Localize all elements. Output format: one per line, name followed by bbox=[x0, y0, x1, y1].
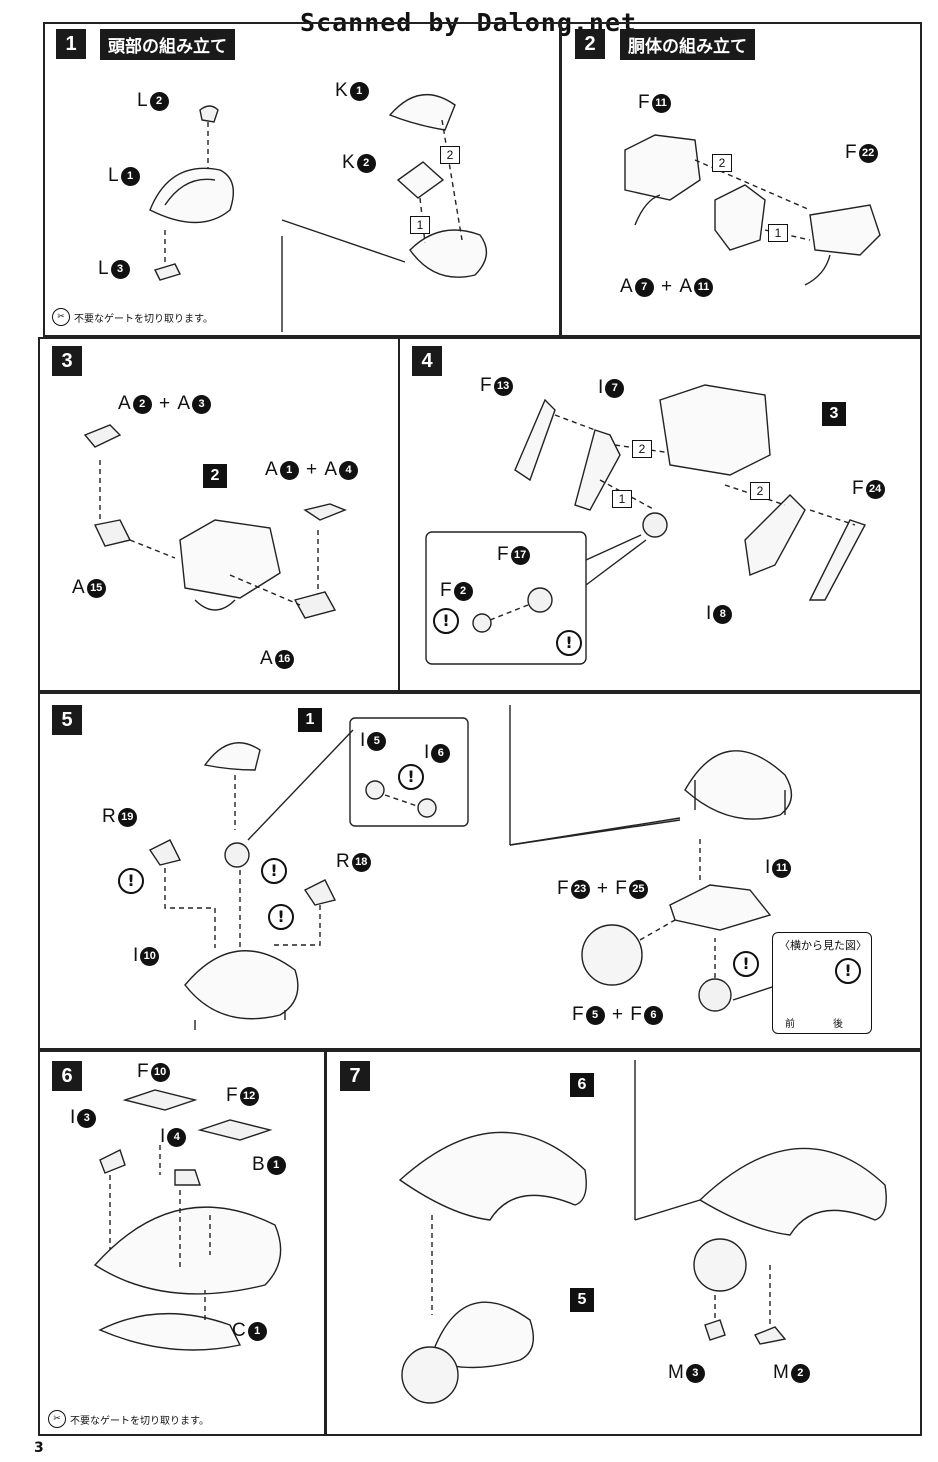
step-7-number: 7 bbox=[340, 1061, 370, 1091]
step-7-panel bbox=[325, 1050, 922, 1436]
order-mark-2: 2 bbox=[440, 146, 460, 164]
caution-icon: ! bbox=[733, 951, 759, 977]
caution-icon: ! bbox=[433, 608, 459, 634]
side-view-front: 前 bbox=[785, 1019, 795, 1030]
step-3-panel bbox=[38, 337, 400, 692]
step-3-number: 3 bbox=[52, 346, 82, 376]
order-mark-1: 1 bbox=[410, 216, 430, 234]
side-view-inset: 〈横から見た図〉 前 後 bbox=[772, 932, 872, 1034]
step-1-number: 1 bbox=[56, 29, 86, 59]
step-2-title: 胴体の組み立て bbox=[620, 29, 755, 60]
subassembly-ref-6: 6 bbox=[570, 1073, 594, 1097]
step-5-panel bbox=[38, 692, 922, 1050]
page-number: 3 bbox=[34, 1440, 44, 1456]
side-view-back: 後 bbox=[833, 1019, 843, 1030]
order-mark-1: 1 bbox=[612, 490, 632, 508]
step-2-panel bbox=[560, 22, 922, 337]
step-5-number: 5 bbox=[52, 705, 82, 735]
step-4-number: 4 bbox=[412, 346, 442, 376]
side-view-title: 〈横から見た図〉 bbox=[779, 939, 867, 952]
gate-note: ✂不要なゲートを切り取ります。 bbox=[52, 308, 213, 326]
step-2-number: 2 bbox=[575, 29, 605, 59]
subassembly-ref-2: 2 bbox=[203, 464, 227, 488]
caution-icon: ! bbox=[268, 904, 294, 930]
caution-icon: ! bbox=[118, 868, 144, 894]
order-mark-1: 1 bbox=[768, 224, 788, 242]
step-6-number: 6 bbox=[52, 1061, 82, 1091]
caution-icon: ! bbox=[261, 858, 287, 884]
caution-icon: ! bbox=[398, 764, 424, 790]
subassembly-ref-1: 1 bbox=[298, 708, 322, 732]
order-mark-2: 2 bbox=[750, 482, 770, 500]
order-mark-2: 2 bbox=[712, 154, 732, 172]
step-1-title: 頭部の組み立て bbox=[100, 29, 235, 60]
subassembly-ref-5: 5 bbox=[570, 1288, 594, 1312]
nipper-icon: ✂ bbox=[48, 1410, 66, 1428]
caution-icon: ! bbox=[556, 630, 582, 656]
gate-note: ✂不要なゲートを切り取ります。 bbox=[48, 1410, 209, 1428]
step-4-panel bbox=[398, 337, 922, 692]
caution-icon: ! bbox=[835, 958, 861, 984]
subassembly-ref-3: 3 bbox=[822, 402, 846, 426]
nipper-icon: ✂ bbox=[52, 308, 70, 326]
order-mark-2: 2 bbox=[632, 440, 652, 458]
